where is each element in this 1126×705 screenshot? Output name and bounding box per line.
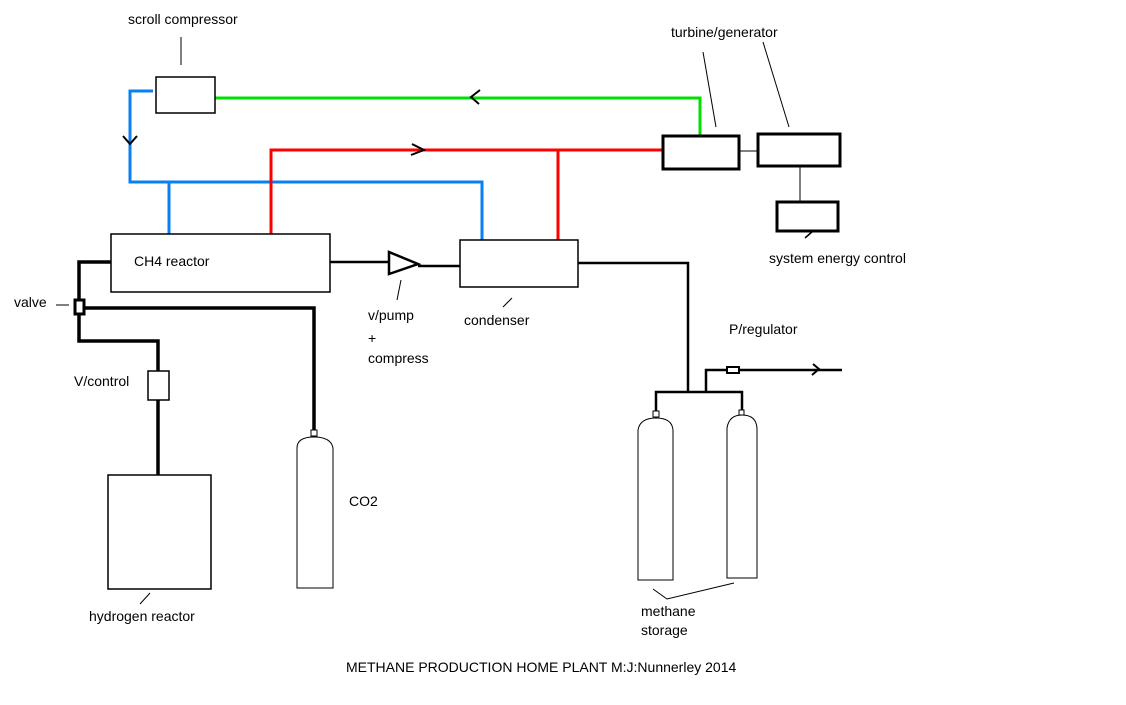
methane-cylinder-1-valve-icon	[652, 410, 660, 418]
v-pump-plus-label: +	[368, 330, 376, 346]
v-control: V/control	[74, 370, 170, 401]
feed-pipes	[77, 260, 316, 476]
condenser: condenser	[459, 239, 579, 328]
scroll-compressor: scroll compressor	[128, 11, 238, 114]
methane-cylinder-1	[637, 417, 674, 581]
storage-pipes	[578, 261, 842, 411]
v-control-label: V/control	[74, 373, 129, 389]
co2-label: CO2	[349, 493, 378, 509]
flow-arrow-right-icon	[410, 143, 427, 156]
compress-label: compress	[368, 350, 429, 366]
methane-cylinder-2	[726, 414, 758, 579]
pipe-valve-to-co2	[84, 306, 316, 430]
scroll-compressor-label: scroll compressor	[128, 11, 238, 27]
methane-storage: methane storage	[637, 409, 758, 638]
pressure-regulator: P/regulator	[726, 321, 798, 374]
system-energy-control-label: system energy control	[769, 250, 906, 266]
turbine-generator-label: turbine/generator	[671, 24, 778, 40]
ch4-reactor-label: CH4 reactor	[134, 253, 210, 269]
cold-loop	[128, 89, 484, 240]
pipe-valve-to-ch4-reactor	[77, 260, 111, 300]
flow-arrow-down-icon	[122, 135, 138, 146]
co2-cylinder: CO2	[296, 429, 378, 589]
p-regulator-label: P/regulator	[729, 321, 798, 337]
hydrogen-reactor: hydrogen reactor	[89, 474, 212, 624]
turbine-generator: turbine/generator	[661, 24, 842, 171]
methane-label: methane	[641, 603, 696, 619]
pressure-regulator-icon	[726, 366, 740, 374]
storage-label: storage	[641, 622, 688, 638]
pipe-storage-manifold	[654, 390, 744, 411]
system-energy-control: system energy control	[769, 167, 906, 266]
valve-label: valve	[14, 294, 47, 310]
diagram-title: METHANE PRODUCTION HOME PLANT M:J:Nunner…	[346, 659, 736, 675]
valve-icon	[73, 298, 86, 316]
methane-cylinder-2-valve-icon	[738, 409, 745, 416]
cold-line-compressor-to-bus	[128, 89, 484, 240]
ch4-reactor: CH4 reactor	[110, 233, 331, 293]
pipe-manifold-to-outlet	[704, 368, 842, 392]
return-line-turbine-to-compressor	[215, 96, 702, 135]
co2-cylinder-valve-icon	[310, 429, 318, 437]
hydrogen-reactor-label: hydrogen reactor	[89, 608, 195, 624]
condenser-label: condenser	[464, 312, 530, 328]
generator	[756, 132, 842, 168]
pump-triangle-icon	[387, 250, 422, 276]
v-pump-label: v/pump	[368, 307, 414, 323]
hot-line-reactor-to-turbine	[269, 148, 662, 234]
pipe-condenser-to-storage	[578, 261, 690, 392]
vacuum-pump: v/pump + compress	[368, 250, 429, 366]
hot-loop	[269, 148, 662, 240]
turbine	[661, 134, 741, 171]
valve: valve	[14, 294, 86, 316]
pipe-valve-to-vcontrol	[77, 314, 160, 371]
flow-arrow-left-icon	[469, 89, 481, 105]
